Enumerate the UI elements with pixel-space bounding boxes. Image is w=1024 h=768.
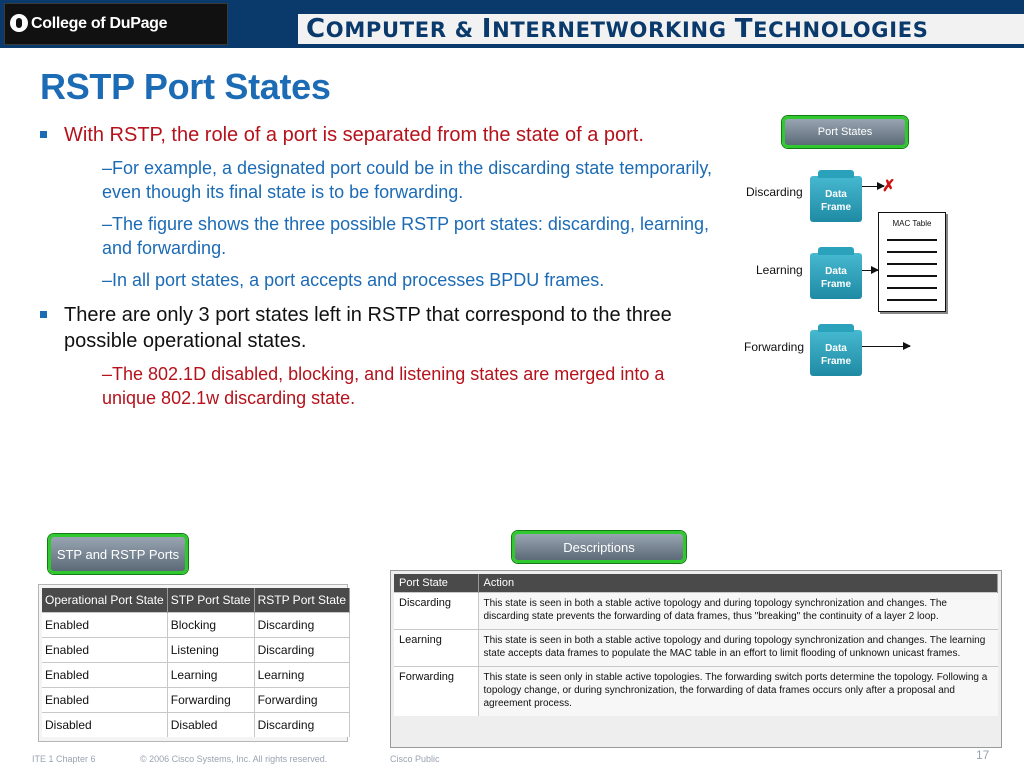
sub-bullet-item: –In all port states, a port accepts and … [102,270,605,290]
college-logo-text: College of DuPage [31,15,168,32]
table-cell: Discarding [394,592,479,630]
square-bullet-icon [40,131,47,138]
table-cell: Forwarding [167,686,255,712]
arrow-to-mac-icon [862,266,879,274]
table-cell: Discarding [254,611,351,637]
column-header: Port State [394,574,479,593]
slide-title: RSTP Port States [40,66,331,107]
sub-bullet-item: –For example, a designated port could be… [102,158,712,202]
table-cell: Enabled [42,686,168,712]
table-row: Enabled Learning Learning [42,661,351,687]
table-header-row: Operational Port State STP Port State RS… [42,588,351,612]
table-cell: Discarding [254,711,351,737]
slide-body: With RSTP, the role of a port is separat… [40,122,712,522]
column-header: STP Port State [167,588,255,612]
sub-bullet-item: –The figure shows the three possible RST… [102,214,709,258]
college-logo-icon [10,14,28,32]
table-cell: Learning [254,661,351,687]
descriptions-table: Port State Action Discarding This state … [394,574,998,716]
mac-table-label: MAC Table [892,219,932,228]
red-x-icon: ✗ [882,178,896,195]
table-cell: Discarding [254,636,351,662]
square-bullet-icon [40,311,47,318]
department-title: COMPUTER & INTERNETWORKING TECHNOLOGIES [306,14,929,44]
table-cell: This state is seen in both a stable acti… [478,629,998,667]
state-label-discarding: Discarding [746,185,803,199]
footer-classification: Cisco Public [390,754,440,764]
college-logo: College of DuPage [4,3,228,45]
stp-rstp-ports-button[interactable]: STP and RSTP Ports [48,534,188,574]
table-cell: Forwarding [394,666,479,716]
table-row: Disabled Disabled Discarding [42,711,351,737]
table-cell: Learning [167,661,255,687]
table-row: Enabled Blocking Discarding [42,611,351,637]
page-number: 17 [976,748,990,762]
stp-rstp-table: Operational Port State STP Port State RS… [42,588,351,737]
bullet-item: There are only 3 port states left in RST… [40,302,712,354]
descriptions-button[interactable]: Descriptions [512,531,686,563]
table-row: Enabled Listening Discarding [42,636,351,662]
state-label-learning: Learning [756,263,803,277]
table-cell: Listening [167,636,255,662]
table-row: Discarding This state is seen in both a … [394,592,998,630]
port-states-button[interactable]: Port States [782,116,908,148]
column-header: RSTP Port State [254,588,351,612]
blocked-arrow-icon [862,182,885,190]
table-cell: This state is seen only in stable active… [478,666,998,716]
table-cell: Enabled [42,661,168,687]
stp-rstp-table-panel: Operational Port State STP Port State RS… [38,584,351,742]
department-banner: COMPUTER & INTERNETWORKING TECHNOLOGIES [298,14,1024,44]
header-banner: College of DuPage COMPUTER & INTERNETWOR… [0,0,1024,48]
table-cell: Forwarding [254,686,351,712]
table-cell: Learning [394,629,479,667]
state-label-forwarding: Forwarding [744,340,805,354]
table-cell: Enabled [42,636,168,662]
descriptions-table-panel: Port State Action Discarding This state … [390,570,1002,748]
table-cell: Enabled [42,611,168,637]
table-cell: This state is seen in both a stable acti… [478,592,998,630]
mac-table-icon: MAC Table [878,212,946,312]
table-header-row: Port State Action [394,574,998,593]
table-cell: Blocking [167,611,255,637]
footer-copyright: © 2006 Cisco Systems, Inc. All rights re… [140,754,328,764]
forward-arrow-icon [862,342,911,350]
bullet-item: With RSTP, the role of a port is separat… [40,122,712,148]
table-row: Learning This state is seen in both a st… [394,629,998,667]
table-cell: Disabled [42,711,168,737]
footer-chapter: ITE 1 Chapter 6 [32,754,96,764]
sub-bullet-item: –The 802.1D disabled, blocking, and list… [102,364,665,408]
table-row: Enabled Forwarding Forwarding [42,686,351,712]
table-row: Forwarding This state is seen only in st… [394,666,998,716]
table-cell: Disabled [167,711,255,737]
column-header: Operational Port State [42,588,168,612]
column-header: Action [478,574,998,593]
